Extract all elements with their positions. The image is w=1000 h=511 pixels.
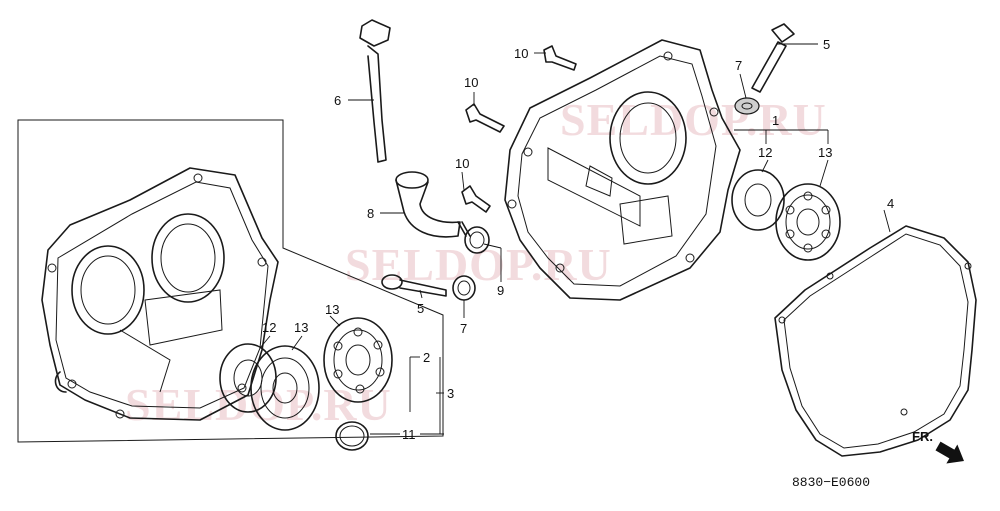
part-label-7: 7 [460, 321, 467, 336]
oring-11 [335, 421, 369, 451]
part-label-1: 1 [772, 113, 779, 128]
part-label-10: 10 [455, 156, 469, 171]
part-label-2: 2 [423, 350, 430, 365]
leader-lines [259, 43, 891, 435]
part-label-4: 4 [887, 196, 894, 211]
part-label-13: 13 [325, 302, 339, 317]
bolt-10-a [461, 185, 491, 213]
drawing-code: 8830−E0600 [792, 475, 870, 490]
bearing-13-center [323, 317, 393, 403]
assembly-outline-left [17, 119, 444, 443]
washer-7-right [734, 97, 760, 115]
part-label-5: 5 [417, 301, 424, 316]
crankcase-cover-right [504, 39, 741, 301]
part-label-10: 10 [464, 75, 478, 90]
part-label-11: 11 [402, 427, 416, 442]
dipstick-6 [359, 19, 391, 163]
part-label-7: 7 [735, 58, 742, 73]
part-label-13: 13 [818, 145, 832, 160]
part-label-6: 6 [334, 93, 341, 108]
arrow-right-icon [935, 441, 964, 464]
part-label-8: 8 [367, 206, 374, 221]
part-label-5: 5 [823, 37, 830, 52]
bearing-12-right [731, 169, 785, 231]
drain-bolt-5-center [381, 274, 447, 297]
watermark: SELDOP.RU [560, 94, 827, 145]
bearing-13-right [775, 183, 841, 261]
bolt-10-c [543, 45, 577, 71]
part-label-3: 3 [447, 386, 454, 401]
watermark: SELDOP.RU [125, 379, 392, 430]
oil-filler-elbow-8 [395, 171, 471, 238]
oil-seal-9 [464, 226, 490, 254]
front-direction-indicator: FR. [912, 429, 964, 464]
part-label-10: 10 [514, 46, 528, 61]
part-label-9: 9 [497, 283, 504, 298]
crankcase-cover-left [41, 167, 279, 421]
direction-label: FR. [912, 429, 933, 444]
bearing-13-left [250, 345, 320, 431]
bolt-10-b [465, 103, 505, 133]
drain-bolt-5-right [751, 23, 795, 93]
part-label-12: 12 [758, 145, 772, 160]
part-label-13: 13 [294, 320, 308, 335]
gasket-4 [774, 225, 977, 457]
part-label-12: 12 [262, 320, 276, 335]
